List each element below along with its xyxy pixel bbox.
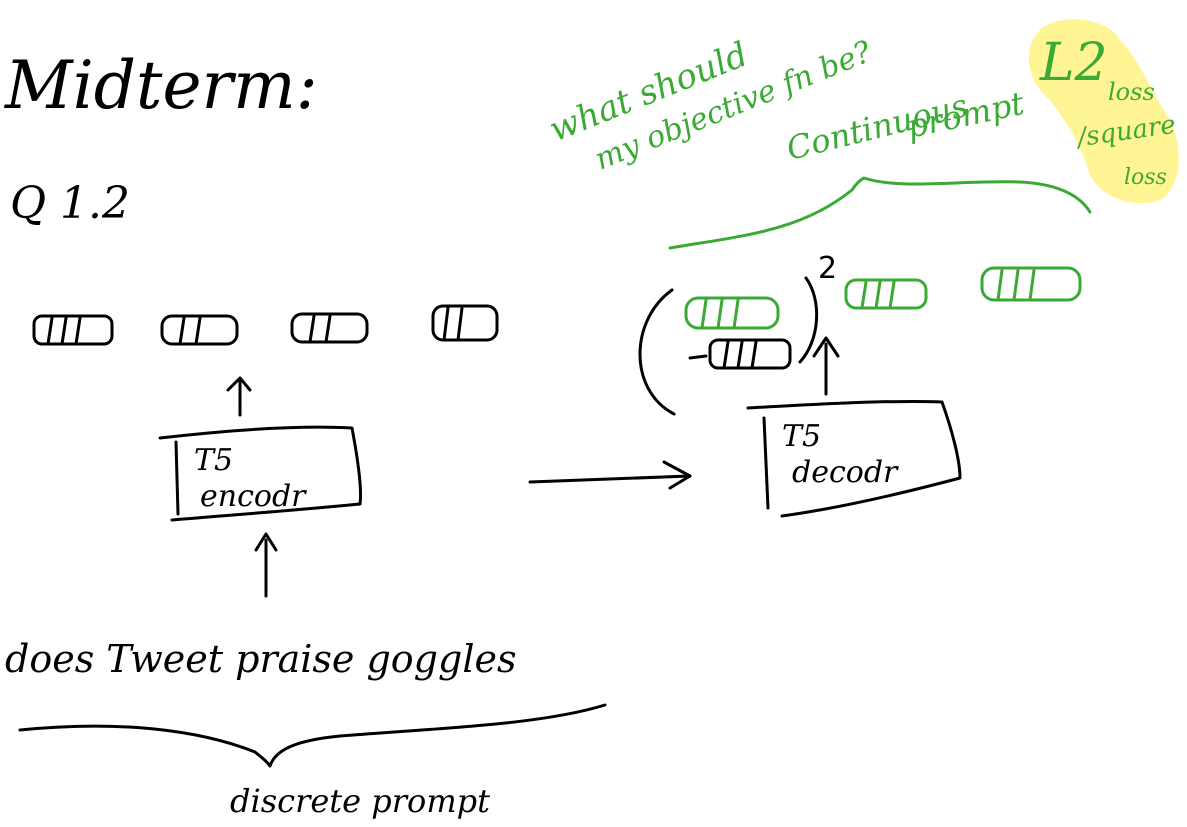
t5-encoder-box: T5 encodr xyxy=(158,425,362,522)
loss-label-2: loss xyxy=(1124,165,1167,190)
decoder-output-arrow xyxy=(812,336,840,396)
exponent-label: 2 xyxy=(818,251,837,286)
loss-label-1: loss xyxy=(1108,78,1155,106)
predicted-token-box xyxy=(684,296,780,330)
token-box xyxy=(844,278,928,310)
input-sentence: does Tweet praise goggles xyxy=(5,637,516,681)
l2-label: L2 xyxy=(1039,33,1108,93)
token-box xyxy=(160,314,239,346)
t5-decoder-box: T5 decodr xyxy=(746,399,962,518)
page-title: Midterm: xyxy=(4,47,318,124)
encoder-output-tokens xyxy=(32,304,499,346)
token-box xyxy=(290,312,369,344)
encoder-output-arrow xyxy=(226,376,252,417)
discrete-prompt-label: discrete prompt xyxy=(230,782,490,820)
prompt-label: prompt xyxy=(903,84,1027,146)
loss-highlight xyxy=(1028,19,1179,204)
continuous-prompt-tokens xyxy=(844,266,1082,310)
decoder-label-line1: T5 xyxy=(782,419,821,454)
question-label: Q 1.2 xyxy=(10,178,130,229)
target-token-box xyxy=(708,338,792,370)
encoder-label-line2: encodr xyxy=(200,479,307,514)
squared-difference: 2 xyxy=(638,251,837,416)
token-box xyxy=(32,314,114,346)
decoder-label-line2: decodr xyxy=(792,455,899,490)
token-box xyxy=(431,304,499,342)
continuous-prompt-brace xyxy=(668,176,1092,250)
encoder-label-line1: T5 xyxy=(194,443,233,478)
token-box xyxy=(980,266,1082,302)
prompt-note: prompt xyxy=(903,84,1027,146)
input-arrow xyxy=(254,532,278,598)
discrete-prompt-brace xyxy=(18,703,607,768)
encoder-to-decoder-arrow xyxy=(528,460,692,490)
